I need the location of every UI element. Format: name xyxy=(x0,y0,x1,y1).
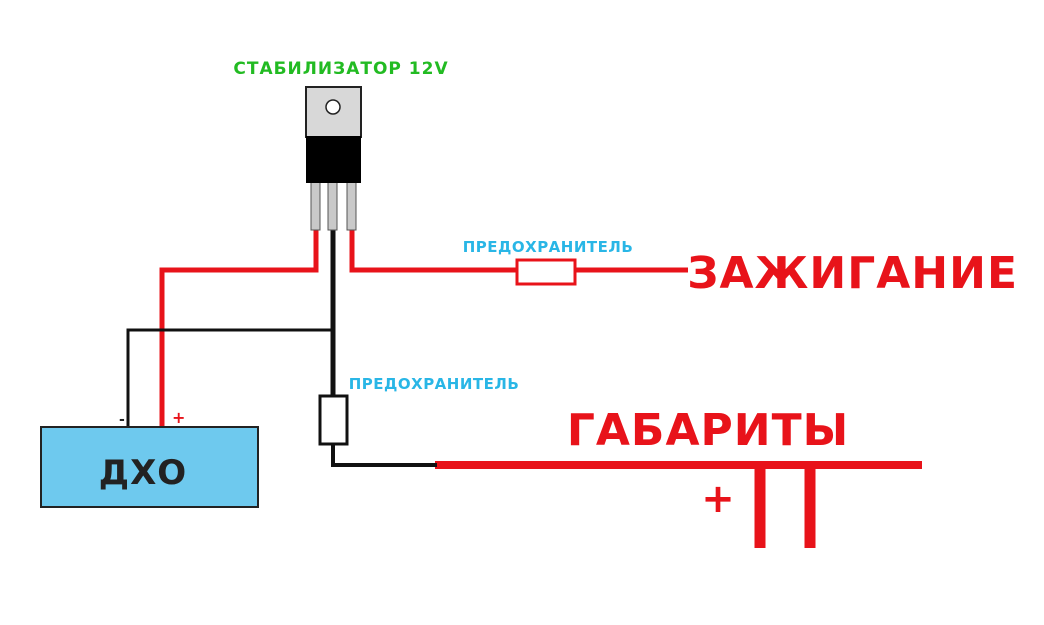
wire-regulator-left-to-drl-plus xyxy=(159,228,319,428)
wire-regulator-right-to-fuse xyxy=(349,228,517,273)
parking-lights-label: ГАБАРИТЫ xyxy=(567,405,849,456)
drl-minus-sign: - xyxy=(119,412,125,428)
regulator-mount-hole xyxy=(325,99,341,115)
regulator-leg-right xyxy=(346,181,357,231)
fuse-parking-label: ПРЕДОХРАНИТЕЛЬ xyxy=(349,375,520,393)
drl-box xyxy=(40,426,259,508)
ignition-label: ЗАЖИГАНИЕ xyxy=(687,248,1018,299)
fuse-ignition xyxy=(515,258,577,286)
regulator-tab xyxy=(305,86,362,138)
red-wires xyxy=(159,228,922,548)
wire-fuse-to-parking-lights xyxy=(331,443,437,467)
wire-ground-to-drl-minus xyxy=(126,328,333,428)
voltage-regulator xyxy=(305,86,362,231)
stabilizer-label: СТАБИЛИЗАТОР 12V xyxy=(233,59,448,79)
drl-unit: ДХО - + xyxy=(40,408,259,508)
regulator-leg-left xyxy=(310,181,321,231)
regulator-body xyxy=(306,136,361,183)
drl-label: ДХО xyxy=(99,453,187,493)
fuse-ignition-label: ПРЕДОХРАНИТЕЛЬ xyxy=(463,238,634,256)
drl-plus-sign: + xyxy=(172,408,185,427)
parking-plus-sign: + xyxy=(701,476,735,522)
black-wires xyxy=(126,228,437,467)
regulator-leg-middle xyxy=(327,181,338,231)
fuse-parking-lights xyxy=(318,394,349,446)
